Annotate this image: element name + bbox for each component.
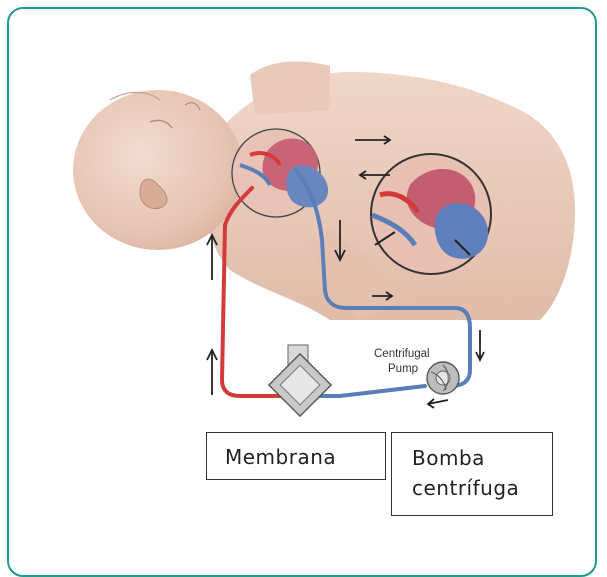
label-membrana-text: Membrana — [225, 445, 336, 469]
pump-caption-line1: Centrifugal — [374, 348, 430, 360]
label-membrana: Membrana — [206, 432, 386, 480]
magnifier-circle — [371, 154, 491, 274]
pump-caption-line2: Pump — [388, 363, 418, 375]
label-bomba-line1: Bomba — [412, 443, 552, 473]
label-bomba-centrifuga: Bomba centrífuga — [391, 432, 553, 516]
oxygenator-membrane-icon — [269, 345, 331, 416]
label-bomba-line2: centrífuga — [412, 473, 552, 503]
centrifugal-pump-icon — [427, 362, 459, 394]
